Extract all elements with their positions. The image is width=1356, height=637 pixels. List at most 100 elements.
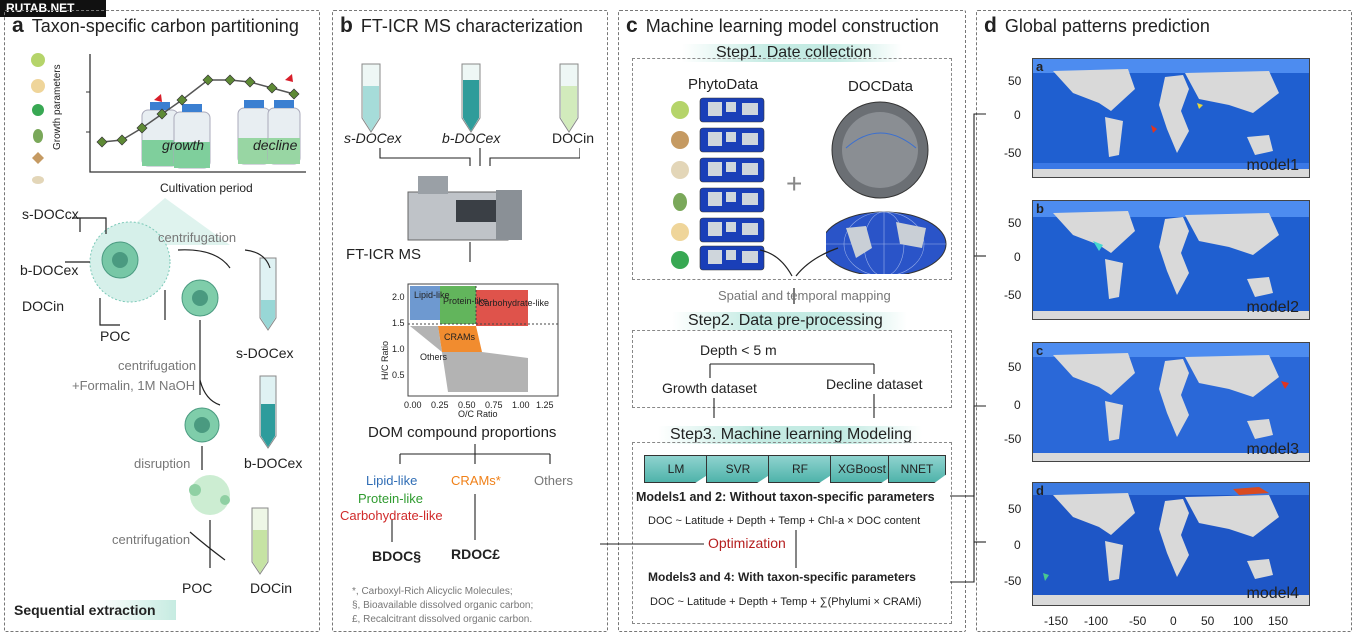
xtick-minus50: -50 [1129,614,1147,628]
vk-region-carbohydrate: Carbohydrate-like [478,298,550,308]
map4-tag: d [1036,483,1044,498]
model-xgboost: XGBoost [830,455,894,483]
ft-icr-ms-instrument [379,148,580,262]
carbohydrate-like-label: Carbohydrate-like [340,508,443,523]
map2-ytick-0: 0 [1014,250,1021,264]
models-3-4-label: Models3 and 4: With taxon-specific param… [648,570,916,584]
global-map-model3: c model3 [1032,342,1310,462]
map1-ytick-minus50: -50 [1004,146,1022,160]
model-rf: RF [768,455,832,483]
docdata-label: DOCData [848,78,914,95]
plus-sign: + [786,168,803,199]
data-collection-box [632,58,952,280]
vk-y-label: H/C Ratio [380,340,390,380]
centrifugation-label-1: centrifugation [158,230,237,245]
model-nnet: NNET [888,455,946,483]
b-doc-ex-label-2: b-DOCex [244,455,303,471]
map3-ytick-50: 50 [1008,360,1022,374]
depth-label: Depth < 5 m [700,342,777,358]
xtick-150: 150 [1268,614,1289,628]
map1-tag: a [1036,59,1044,74]
preprocessing-arrows [709,363,875,418]
vk-xtick-1-25: 1.25 [536,400,554,410]
rdoc-label: RDOC£ [451,546,501,562]
vk-region-protein: Protein-like [443,296,489,306]
panel-c [618,10,966,632]
growth-curve-chart [86,54,306,173]
sample-tubes [361,63,579,133]
map3-label: model3 [1246,441,1299,458]
mapping-arrows [760,247,839,304]
watermark: RUTAB.NET [0,0,106,17]
optimization-label: Optimization [708,535,786,551]
model-lm: LM [644,455,708,483]
map3-ytick-minus50: -50 [1004,432,1022,446]
map4-ytick-minus50: -50 [1004,574,1022,588]
vk-region-crams: CRAMs [444,332,475,342]
panel-b [332,10,608,632]
xtick-50: 50 [1201,614,1215,628]
map1-ytick-50: 50 [1008,74,1022,88]
footnote-bdoc: §, Bioavailable dissolved organic carbon… [352,600,534,611]
s-doc-cx-label: s-DOCcx [22,206,79,222]
preprocessing-box [632,330,952,408]
doc-globe-maps [826,101,947,274]
lipid-like-label: Lipid-like [366,473,418,488]
van-krevelen-plot [407,283,559,397]
vk-region-lipid: Lipid-like [414,290,450,300]
step2-banner: Step2. Data pre-processing [672,312,907,330]
growth-y-axis-label: Growth parameters [52,64,63,150]
equation-1: DOC ~ Latitude + Depth + Temp + Chl-a × … [648,515,921,527]
vk-xtick-0-25: 0.25 [431,400,449,410]
sequential-extraction-label: Sequential extraction [14,600,176,620]
vk-region-others: Others [420,352,448,362]
vk-xtick-1-00: 1.00 [512,400,530,410]
bdoc-label: BDOC§ [372,548,422,564]
global-map-model2: b model2 [1032,200,1310,320]
vk-x-label: O/C Ratio [458,409,498,419]
centrifugation-label-3: centrifugation [112,532,191,547]
xtick-minus150: -150 [1044,614,1069,628]
b-doc-ex-label: b-DOCex [20,262,79,278]
vk-xtick-0-50: 0.50 [458,400,476,410]
panel-d [976,10,1352,632]
growth-phase-label: growth [162,137,205,153]
map1-label: model1 [1246,157,1299,174]
protein-like-label: Protein-like [358,491,424,506]
cultivation-x-axis-label: Cultivation period [160,181,253,195]
others-label: Others [534,473,574,488]
decline-phase-label: decline [253,137,298,153]
modeling-arrows [600,530,797,568]
map1-ytick-0: 0 [1014,108,1021,122]
disruption-label: disruption [134,456,191,471]
poc-label-2: POC [182,580,213,596]
footnote-rdoc: £, Recalcitrant dissolved organic carbon… [352,614,533,625]
step1-banner: Step1. Date collection [682,44,902,62]
map2-ytick-minus50: -50 [1004,288,1022,302]
phyto-maps-stack [671,97,765,271]
vk-ytick-0-5: 0.5 [392,370,405,380]
instrument-label: FT-ICR MS [346,246,421,263]
equation-2: DOC ~ Latitude + Depth + Temp + ∑(Phylum… [650,596,922,608]
global-map-model4: d model4 [1032,482,1310,606]
step3-banner: Step3. Machine learning Modeling [658,426,922,444]
xtick-0: 0 [1170,614,1177,628]
tube-b-doc-ex: b-DOCex [442,130,501,146]
panel-a [4,10,320,632]
s-doc-ex-label: s-DOCex [236,345,294,361]
phytodata-label: PhytoData [688,76,759,93]
tube-s-doc-ex: s-DOCex [344,130,402,146]
model-svr: SVR [706,455,770,483]
extraction-flow-graphic [65,198,277,575]
map4-ytick-0: 0 [1014,538,1021,552]
doc-in-label: DOCin [22,298,65,314]
map2-ytick-50: 50 [1008,216,1022,230]
poc-label: POC [100,328,131,344]
growth-dataset-label: Growth dataset [662,380,757,396]
centrifugation-label-2: centrifugation [118,358,197,373]
tube-doc-in: DOCin [552,130,595,146]
dom-branch-arrows [391,444,551,542]
